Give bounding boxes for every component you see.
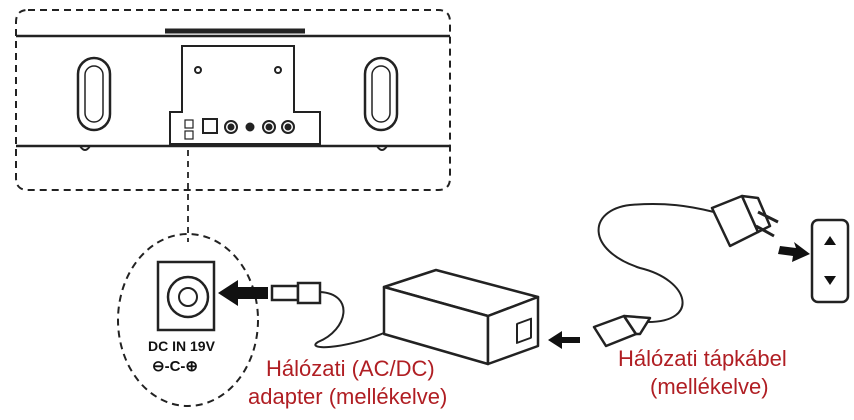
slot-left: [76, 56, 112, 132]
cable-label-line2: (mellékelve): [650, 374, 769, 399]
soundbar-rear-panel: [15, 9, 451, 191]
mains-cable: [597, 203, 715, 323]
port-4: [281, 120, 295, 134]
port-1: [224, 120, 238, 134]
mains-plug: [710, 194, 779, 248]
power-adapter: [382, 268, 540, 366]
port-2: [245, 122, 255, 132]
dc-port-zoom: [117, 233, 259, 407]
mount-plate: [169, 45, 321, 145]
dc-cable: [314, 291, 385, 349]
arrow-to-socket: [778, 242, 810, 262]
cable-label-line1: Hálózati tápkábel: [618, 346, 787, 371]
slot-right: [363, 56, 399, 132]
optical-port: [202, 118, 218, 134]
adapter-label-line1: Hálózati (AC/DC): [266, 356, 435, 381]
port-3: [262, 120, 276, 134]
polarity-symbol: ⊖-C-⊕: [152, 358, 198, 375]
arrow-to-adapter: [548, 331, 580, 349]
dc-plug: [270, 281, 322, 305]
wall-socket: [810, 218, 850, 304]
iec-connector: [592, 314, 652, 348]
arrow-to-dc-port: [218, 280, 268, 306]
dc-in-label: DC IN 19V: [148, 338, 215, 354]
adapter-label-line2: adapter (mellékelve): [248, 384, 448, 409]
